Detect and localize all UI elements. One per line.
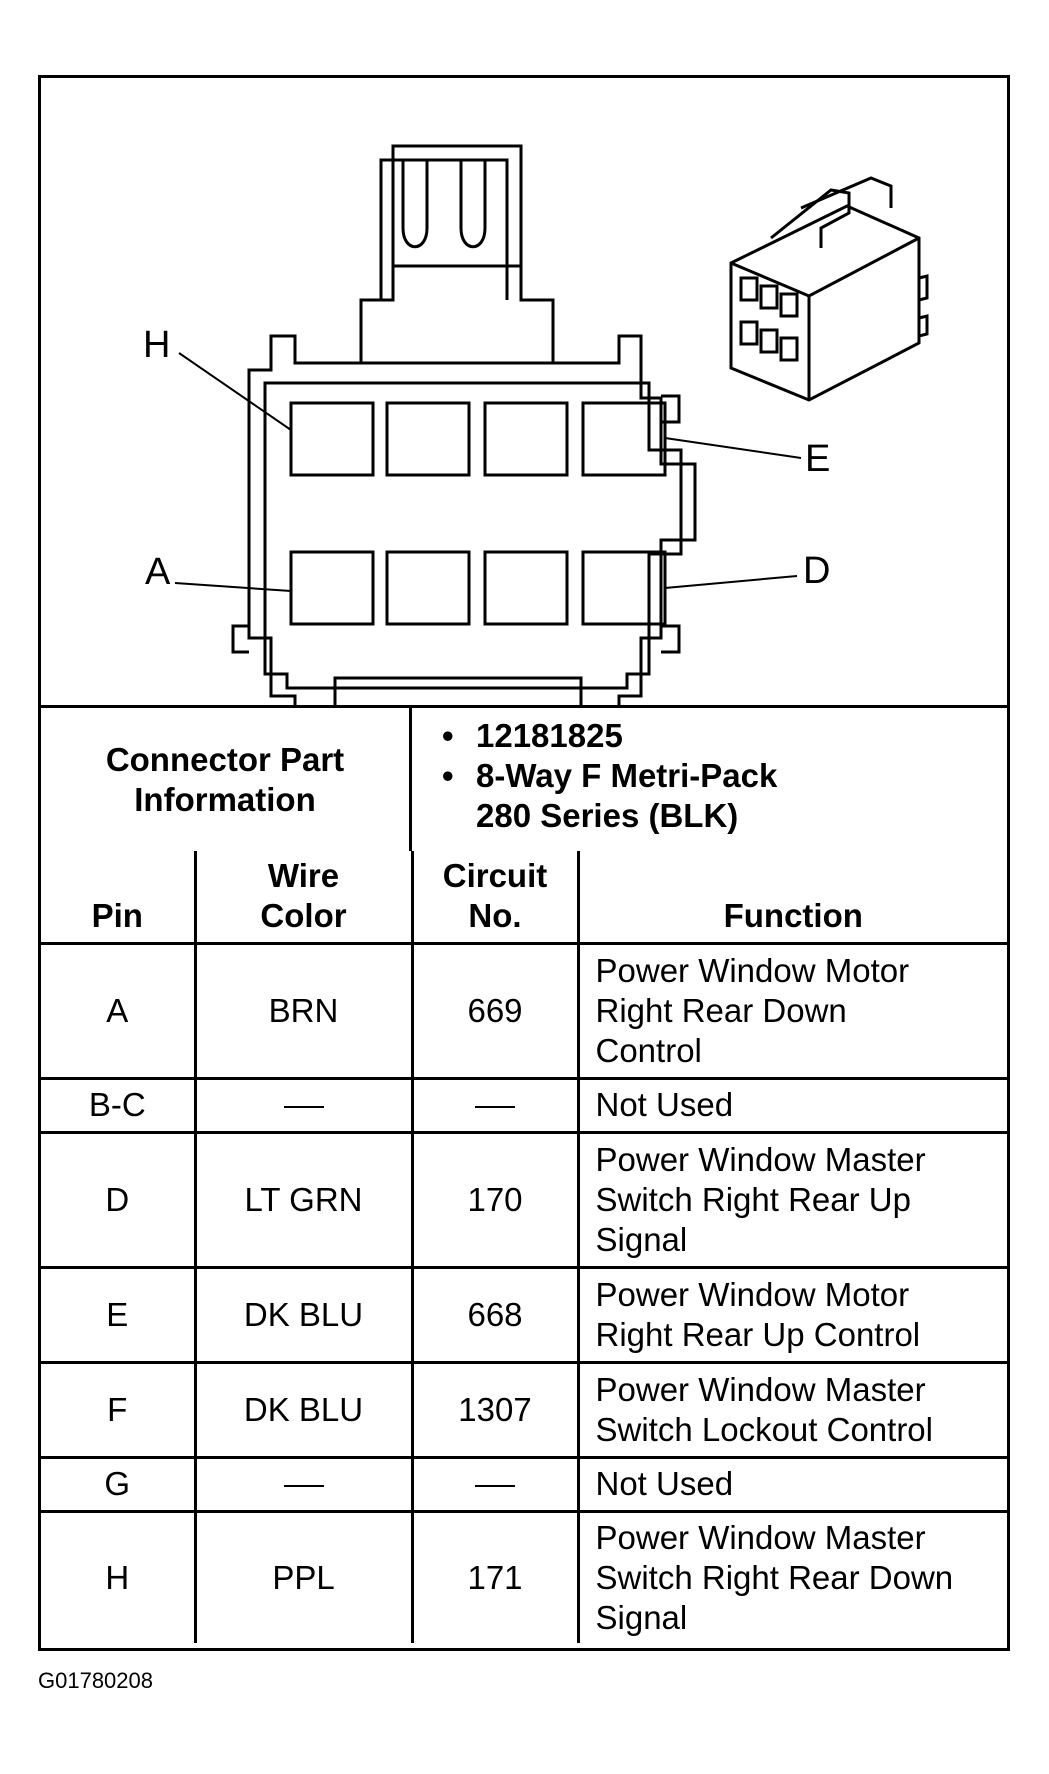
wire-color-cell xyxy=(193,1076,414,1134)
wire-color-cell: PPL xyxy=(193,1509,414,1643)
empty-dash xyxy=(475,1485,515,1488)
pin-cell: G xyxy=(41,1455,197,1513)
pin-label-a: A xyxy=(145,551,171,593)
circuit-cell xyxy=(410,1076,580,1134)
table-row: G Not Used xyxy=(41,1455,1007,1513)
function-cell: Not Used xyxy=(576,1076,1007,1134)
pin-cell: A xyxy=(41,941,197,1080)
connector-part-info-label: Connector Part Information xyxy=(41,708,412,851)
info-label-line2: Information xyxy=(134,780,316,818)
header-pin: Pin xyxy=(41,851,197,945)
pin-cell: B-C xyxy=(41,1076,197,1134)
wire-color-cell: LT GRN xyxy=(193,1130,414,1269)
bullet-icon: • xyxy=(442,717,454,754)
pin-cell: E xyxy=(41,1265,197,1364)
table-row: B-C Not Used xyxy=(41,1076,1007,1134)
wire-color-cell xyxy=(193,1455,414,1513)
connector-diagram: H E A D xyxy=(41,78,1007,705)
figure-id: G01780208 xyxy=(38,1668,153,1693)
empty-dash xyxy=(475,1106,515,1109)
wire-color-cell: BRN xyxy=(193,941,414,1080)
info-label-line1: Connector Part xyxy=(105,740,345,778)
connector-description-item: • 8-Way F Metri-Pack 280 Series (BLK) xyxy=(442,756,1007,836)
empty-dash xyxy=(283,1485,324,1488)
circuit-cell: 170 xyxy=(410,1130,580,1269)
circuit-cell: 668 xyxy=(410,1265,580,1364)
wire-color-cell: DK BLU xyxy=(193,1265,414,1364)
pin-label-e: E xyxy=(805,438,831,480)
circuit-cell: 171 xyxy=(410,1509,580,1643)
connector-part-info: Connector Part Information • 12181825 • … xyxy=(41,705,1007,851)
empty-dash xyxy=(283,1106,324,1109)
wire-color-cell: DK BLU xyxy=(193,1360,414,1459)
pin-cell: F xyxy=(41,1360,197,1459)
circuit-cell xyxy=(410,1455,580,1513)
connector-isometric-view xyxy=(729,176,929,402)
pin-label-d: D xyxy=(803,550,831,592)
part-number-item: • 12181825 xyxy=(442,716,1007,756)
circuit-cell: 669 xyxy=(410,941,580,1080)
pin-cell: D xyxy=(41,1130,197,1269)
connector-sheet: H E A D Connector Part Information • 121… xyxy=(38,75,1010,1651)
connector-face-drawing xyxy=(174,144,929,705)
circuit-cell: 1307 xyxy=(410,1360,580,1459)
part-number: 12181825 xyxy=(476,717,623,754)
function-cell: Not Used xyxy=(576,1455,1007,1513)
connector-description-line1: 8-Way F Metri-Pack xyxy=(476,757,778,794)
connector-description-line2: 280 Series (BLK) xyxy=(476,797,739,834)
bullet-icon: • xyxy=(442,757,454,794)
header-function: Function xyxy=(576,851,1007,945)
connector-part-info-list: • 12181825 • 8-Way F Metri-Pack 280 Seri… xyxy=(412,708,1007,851)
pin-label-h: H xyxy=(143,324,171,366)
pin-cell: H xyxy=(41,1509,197,1643)
